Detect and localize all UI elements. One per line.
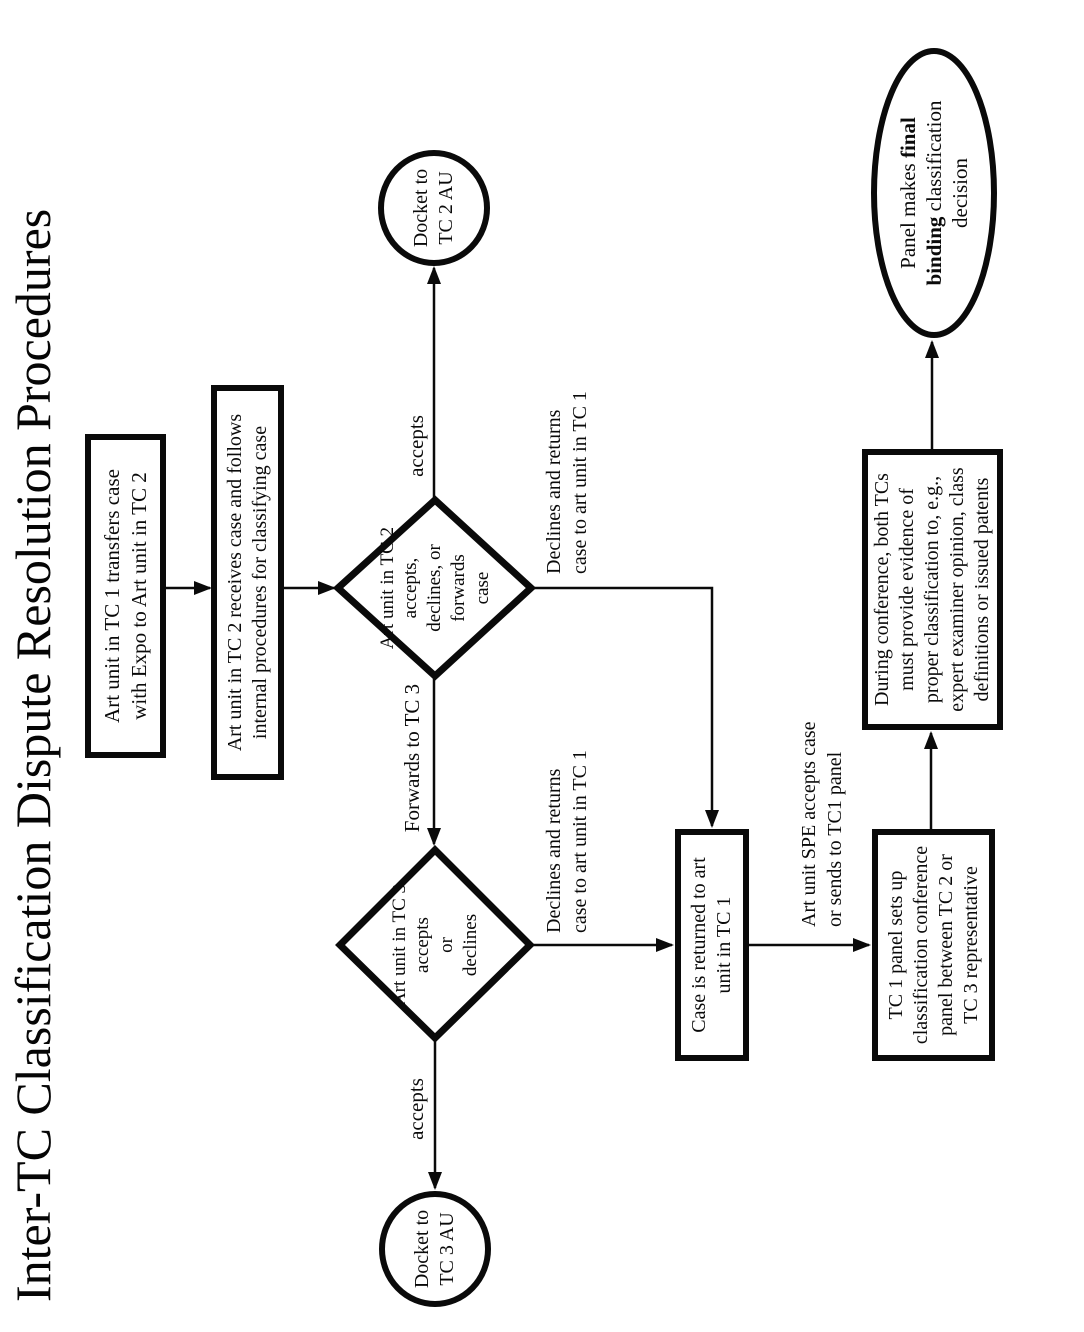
final-decision-outline	[871, 48, 997, 338]
docket-tc2-outline	[378, 150, 490, 266]
label-accepts-tc3: accepts	[404, 1078, 428, 1140]
box-transfer-outline	[85, 434, 166, 758]
label-forwards-tc3: Forwards to TC 3	[400, 683, 424, 833]
docket-tc3-outline	[379, 1191, 491, 1307]
box-returned-text: Case is returned to art unit in TC 1	[688, 857, 735, 1033]
final-decision-line2: binding classification	[921, 100, 946, 286]
final-decision-line1: Panel makes final	[895, 117, 920, 269]
final-decision-line3: decision	[948, 158, 973, 228]
diamond-tc3-outline	[335, 845, 535, 1043]
box-returned-outline	[675, 829, 749, 1061]
box-conference-text: During conference, both TCs must provide…	[871, 467, 993, 712]
diamond-tc2-outline	[332, 495, 537, 681]
box-panel-text: TC 1 panel sets up classification confer…	[884, 845, 982, 1045]
docket-tc2-text: Docket to TC 2 AU	[410, 168, 457, 248]
label-declines-tc2: Declines and returns case to art unit in…	[543, 391, 591, 574]
docket-tc3-text: Docket to TC 3 AU	[411, 1209, 458, 1289]
page-title: Inter-TC Classification Dispute Resoluti…	[5, 208, 61, 1302]
final-decision-text: Panel makes final binding classification…	[880, 54, 988, 332]
label-spe-accepts: Art unit SPE accepts case or sends to TC…	[798, 721, 846, 928]
box-transfer-text: Art unit in TC 1 transfers case with Exp…	[100, 469, 151, 723]
label-declines-tc3: Declines and returns case to art unit in…	[543, 750, 591, 933]
box-receive-outline	[211, 385, 284, 780]
label-accepts-tc2: accepts	[404, 415, 428, 477]
box-panel-outline	[872, 829, 995, 1061]
diamond-tc3-text: Art unit in TC 3 accepts or declines	[388, 883, 481, 1007]
box-receive-text: Art unit in TC 2 receives case and follo…	[223, 413, 271, 752]
diamond-tc2-text: Art unit in TC 2 accepts, declines, or f…	[376, 526, 493, 650]
arrow-tc2-declines-to-returned	[532, 586, 719, 828]
box-conference-outline	[862, 449, 1003, 730]
